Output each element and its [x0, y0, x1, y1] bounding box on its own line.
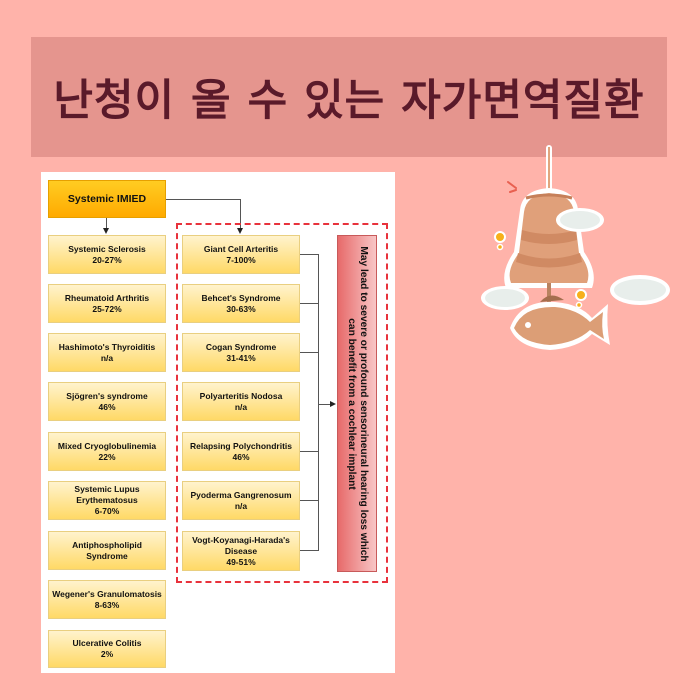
- connector-to-outcome: [318, 404, 331, 405]
- connector: [300, 254, 318, 255]
- root-label: Systemic IMIED: [67, 193, 147, 205]
- connector-root-right-v: [240, 199, 241, 229]
- outcome-text: May lead to severe or profound sensorine…: [346, 245, 369, 562]
- connector-root-left: [106, 218, 107, 229]
- connector: [300, 451, 318, 452]
- disease-node: Antiphospholipid Syndrome: [48, 531, 166, 570]
- connector-root-right-h: [166, 199, 241, 200]
- root-node: Systemic IMIED: [48, 180, 166, 218]
- outcome-box: May lead to severe or profound sensorine…: [337, 235, 377, 572]
- connector: [300, 500, 318, 501]
- ear-involvement-group: [176, 223, 388, 583]
- connector: [300, 550, 318, 551]
- arrow-right-icon: [330, 401, 336, 407]
- page-title: 난청이 올 수 있는 자가면역질환: [53, 76, 645, 126]
- connector: [300, 352, 318, 353]
- connector: [300, 303, 318, 304]
- title-banner: 난청이 올 수 있는 자가면역질환: [31, 37, 667, 157]
- connector-bracket: [318, 254, 319, 551]
- wind-chime-bell-fish-icon: [481, 145, 670, 350]
- arrow-down-icon: [103, 228, 109, 234]
- arrow-down-icon: [237, 228, 243, 234]
